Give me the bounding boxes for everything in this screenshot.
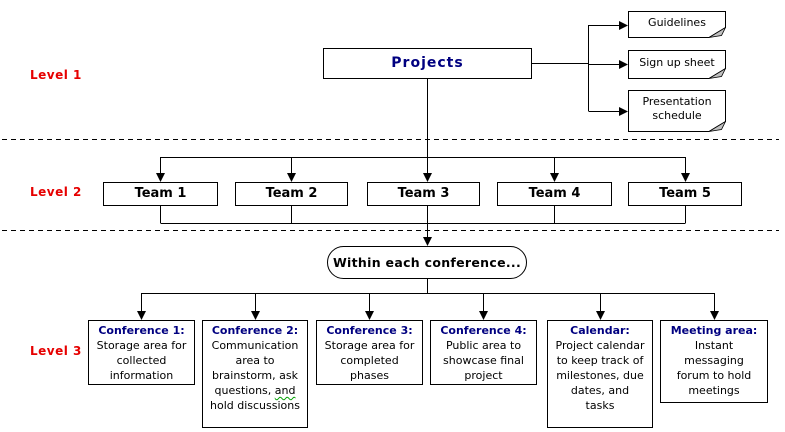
conference-2-description: Communication area to brainstorm, ask qu… [210, 339, 300, 412]
oval-to-conferences-connector [137, 279, 719, 320]
arrowhead-team4 [550, 173, 559, 182]
team-3-node: Team 3 [367, 182, 480, 206]
arrowhead-team1 [156, 173, 165, 182]
level-3-label: Level 3 [30, 344, 82, 358]
conference-1-description: Storage area for collected information [96, 339, 187, 382]
document-label: Guidelines [648, 16, 706, 29]
projects-to-teams-connector [156, 79, 690, 182]
conference-1-title: Conference 1: [98, 324, 185, 337]
within-each-conference-oval: Within each conference... [327, 246, 527, 279]
document-label: Presentation schedule [642, 95, 712, 122]
arrowhead-presentation-schedule [619, 107, 628, 116]
arrowhead-conference2 [251, 311, 260, 320]
team-2-node: Team 2 [235, 182, 348, 206]
team-1-node: Team 1 [103, 182, 218, 206]
document-shape [628, 50, 726, 79]
arrowhead-oval [423, 237, 432, 246]
conference-4-description: Public area to showcase final project [443, 339, 524, 382]
conference-2-box: Conference 2: Communication area to brai… [202, 320, 308, 428]
arrowhead-guidelines [619, 21, 628, 30]
arrowhead-sign-up-sheet [619, 60, 628, 69]
folded-corner [708, 26, 726, 38]
conference-4-box: Conference 4: Public area to showcase fi… [430, 320, 537, 385]
calendar-title: Calendar: [570, 324, 630, 337]
meeting-area-description: Instant messaging forum to hold meetings [676, 339, 752, 397]
arrowhead-conference3 [365, 311, 374, 320]
conference-1-box: Conference 1: Storage area for collected… [88, 320, 195, 385]
document-shape [628, 11, 726, 38]
document-presentation-schedule: Presentation schedule [628, 90, 726, 132]
arrowhead-calendar [596, 311, 605, 320]
arrowhead-team3 [423, 173, 432, 182]
arrowhead-meeting-area [710, 311, 719, 320]
conference-3-box: Conference 3: Storage area for completed… [316, 320, 423, 385]
conference-4-title: Conference 4: [440, 324, 527, 337]
projects-node: Projects [323, 48, 532, 79]
team-5-node: Team 5 [628, 182, 742, 206]
conference-3-description: Storage area for completed phases [324, 339, 415, 382]
grammar-squiggle-text: and [274, 384, 296, 397]
conference-3-title: Conference 3: [326, 324, 413, 337]
document-label: Sign up sheet [639, 56, 715, 69]
arrowhead-team2 [287, 173, 296, 182]
arrowhead-team5 [681, 173, 690, 182]
teams-to-oval-connector [160, 206, 686, 246]
projects-to-documents-connector [532, 21, 628, 116]
document-shape [628, 90, 726, 132]
calendar-description: Project calendar to keep track of milest… [555, 339, 645, 412]
meeting-area-title: Meeting area: [670, 324, 758, 337]
arrowhead-conference1 [137, 311, 146, 320]
team-4-node: Team 4 [497, 182, 612, 206]
meeting-area-box: Meeting area: Instant messaging forum to… [660, 320, 768, 403]
document-guidelines: Guidelines [628, 11, 726, 38]
folded-corner [708, 120, 726, 132]
conference-2-title: Conference 2: [211, 324, 299, 337]
level-2-label: Level 2 [30, 185, 82, 199]
document-sign-up-sheet: Sign up sheet [628, 50, 726, 79]
level-1-label: Level 1 [30, 68, 82, 82]
arrowhead-conference4 [479, 311, 488, 320]
folded-corner [708, 67, 726, 79]
calendar-box: Calendar: Project calendar to keep track… [547, 320, 653, 428]
